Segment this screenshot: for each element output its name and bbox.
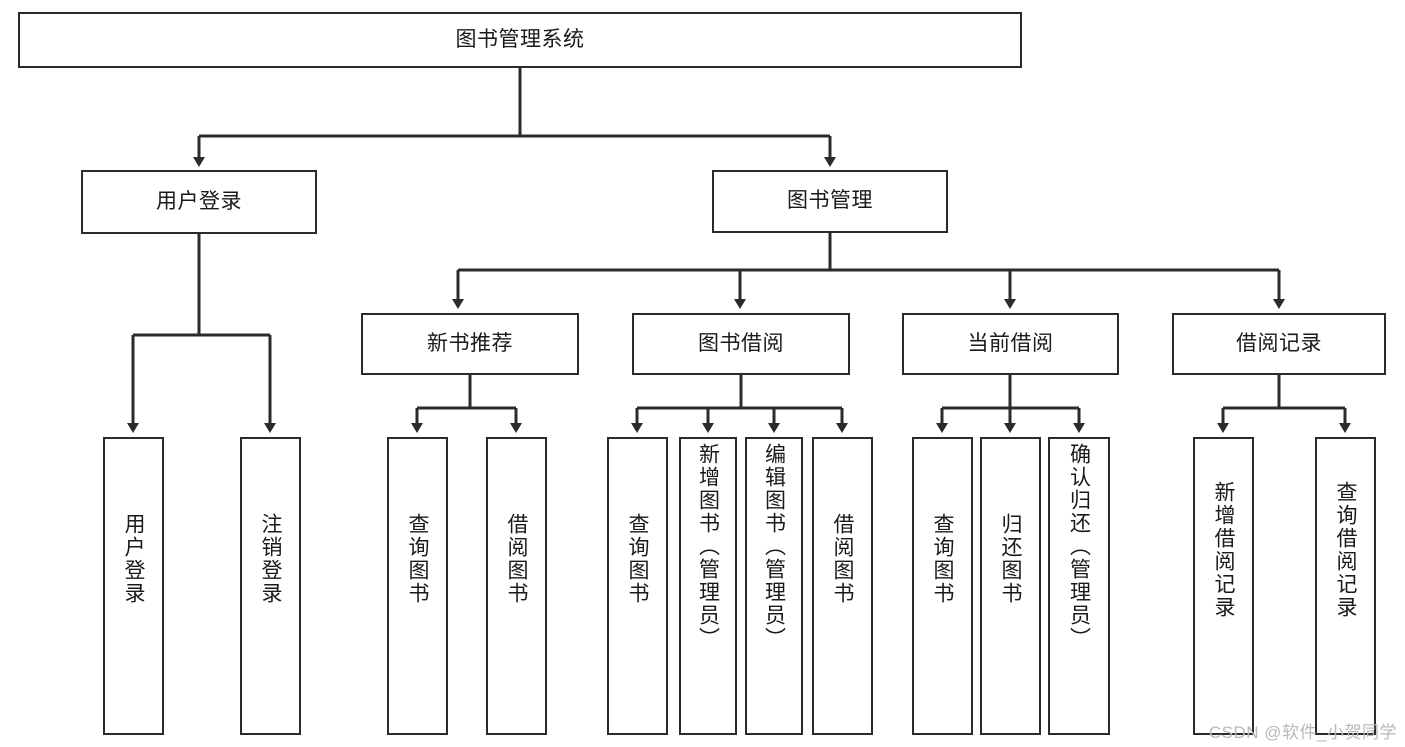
- leaf-current-return-book[interactable]: 归还图书: [980, 437, 1041, 735]
- leaf-borrow-borrow-book[interactable]: 借阅图书: [812, 437, 873, 735]
- node-label: 查询图书: [931, 513, 954, 605]
- leaf-recommend-borrow-book[interactable]: 借阅图书: [486, 437, 547, 735]
- node-root-system[interactable]: 图书管理系统: [18, 12, 1022, 68]
- node-label: 图书管理系统: [455, 27, 585, 51]
- node-user-login[interactable]: 用户登录: [81, 170, 317, 234]
- node-book-management[interactable]: 图书管理: [712, 170, 948, 233]
- node-new-book-recommend[interactable]: 新书推荐: [361, 313, 579, 375]
- node-label: 查询图书: [626, 513, 649, 605]
- csdn-watermark: CSDN @软件_小贺同学: [1208, 723, 1397, 742]
- node-label: 注销登录: [259, 513, 282, 605]
- node-label: 用户登录: [156, 189, 242, 213]
- node-book-borrow[interactable]: 图书借阅: [632, 313, 850, 375]
- node-label: 当前借阅: [967, 331, 1054, 355]
- node-label: 借阅图书: [505, 513, 528, 605]
- node-label: 确认归还（管理员）: [1067, 443, 1091, 650]
- node-label: 新书推荐: [427, 331, 513, 355]
- leaf-record-add-record[interactable]: 新增借阅记录: [1193, 437, 1254, 735]
- node-label: 借阅图书: [831, 513, 854, 605]
- node-borrow-record[interactable]: 借阅记录: [1172, 313, 1386, 375]
- node-label: 图书借阅: [698, 331, 784, 355]
- leaf-user-login-logout[interactable]: 注销登录: [240, 437, 301, 735]
- leaf-borrow-query-book[interactable]: 查询图书: [607, 437, 668, 735]
- leaf-borrow-edit-book[interactable]: 编辑图书（管理员）: [745, 437, 803, 735]
- leaf-current-query-book[interactable]: 查询图书: [912, 437, 973, 735]
- node-label: 编辑图书（管理员）: [762, 443, 786, 650]
- leaf-current-confirm-return[interactable]: 确认归还（管理员）: [1048, 437, 1110, 735]
- node-label: 新增图书（管理员）: [696, 443, 720, 650]
- node-current-borrow[interactable]: 当前借阅: [902, 313, 1119, 375]
- node-label: 归还图书: [999, 513, 1022, 605]
- leaf-user-login-login[interactable]: 用户登录: [103, 437, 164, 735]
- node-label: 用户登录: [122, 513, 145, 605]
- node-label: 借阅记录: [1236, 331, 1322, 355]
- leaf-borrow-add-book[interactable]: 新增图书（管理员）: [679, 437, 737, 735]
- leaf-recommend-query-book[interactable]: 查询图书: [387, 437, 448, 735]
- node-label: 查询图书: [406, 513, 429, 605]
- node-label: 查询借阅记录: [1334, 481, 1357, 619]
- node-label: 新增借阅记录: [1212, 481, 1235, 619]
- node-label: 图书管理: [787, 189, 873, 213]
- leaf-record-query-record[interactable]: 查询借阅记录: [1315, 437, 1376, 735]
